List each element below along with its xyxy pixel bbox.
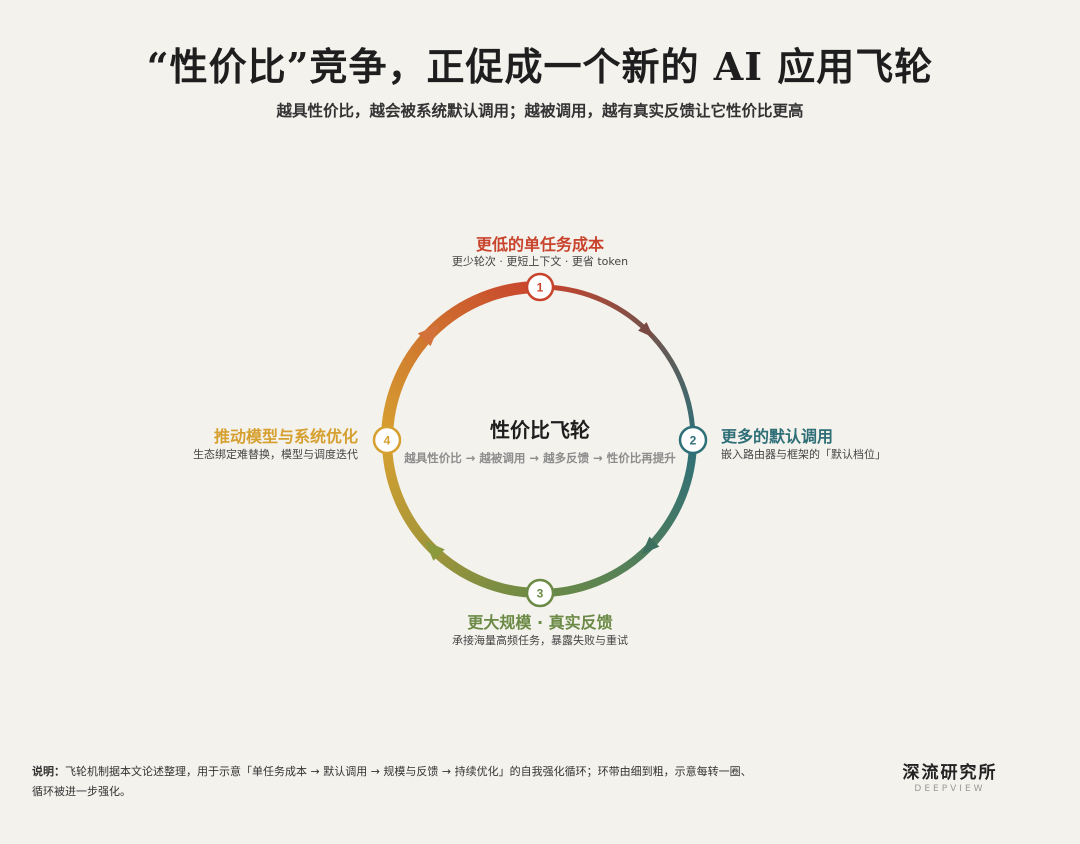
- page-subtitle: 越具性价比，越会被系统默认调用；越被调用，越有真实反馈让它性价比更高: [276, 102, 804, 120]
- page-title: “性价比”竞争，正促成一个新的 AI 应用飞轮: [146, 44, 934, 89]
- node-4-number: 4: [384, 434, 391, 448]
- arrow-icon: [638, 322, 654, 338]
- arrow-icon: [641, 536, 660, 555]
- node-4-subtitle: 生态绑定难替换，模型与调度迭代: [193, 448, 358, 461]
- node-2-subtitle: 嵌入路由器与框架的「默认档位」: [721, 448, 886, 461]
- footnote-text: 飞轮机制据本文论述整理，用于示意「单任务成本 → 默认调用 → 规模与反馈 → …: [32, 765, 752, 798]
- node-2-title: 更多的默认调用: [721, 427, 834, 446]
- node-3-number: 3: [537, 587, 544, 601]
- node-4-title: 推动模型与系统优化: [213, 427, 358, 446]
- node-3-subtitle: 承接海量高频任务，暴露失败与重试: [452, 634, 628, 647]
- brand-logo-english: DEEPVIEW: [914, 784, 986, 794]
- node-3-title: 更大规模 · 真实反馈: [467, 613, 613, 632]
- node-1-number: 1: [537, 281, 544, 295]
- footnote: 说明：飞轮机制据本文论述整理，用于示意「单任务成本 → 默认调用 → 规模与反馈…: [32, 762, 762, 802]
- node-1-title: 更低的单任务成本: [475, 235, 604, 254]
- arrow-icon: [424, 540, 445, 561]
- node-1-subtitle: 更少轮次 · 更短上下文 · 更省 token: [451, 255, 629, 268]
- node-1-marker: 1: [525, 272, 555, 302]
- footnote-label: 说明：: [32, 765, 65, 778]
- node-4-marker: 4: [372, 425, 402, 455]
- node-3-marker: 3: [525, 578, 555, 608]
- arrow-icon: [417, 324, 440, 347]
- node-2-marker: 2: [678, 425, 708, 455]
- brand-logo-name: 深流研究所: [902, 763, 998, 783]
- flywheel-center-loop: 越具性价比 → 越被调用 → 越多反馈 → 性价比再提升: [404, 451, 676, 465]
- node-2-number: 2: [690, 434, 697, 448]
- flywheel-center-title: 性价比飞轮: [490, 418, 590, 442]
